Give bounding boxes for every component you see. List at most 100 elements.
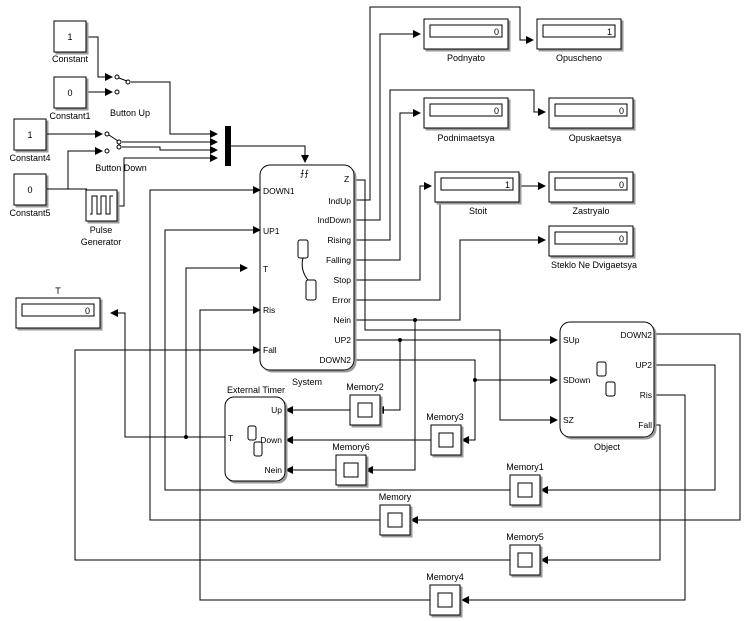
constant1-label: Constant1 — [49, 111, 90, 121]
memory4-label: Memory4 — [426, 572, 464, 582]
constant1-block[interactable]: 0 Constant1 — [49, 76, 91, 121]
podnimaetsya-value: 0 — [494, 106, 499, 116]
wire — [122, 146, 218, 154]
podnyato-label: Podnyato — [447, 53, 485, 63]
state-icon — [247, 425, 257, 441]
constant1-value: 0 — [67, 88, 72, 98]
timer-in-t: T — [228, 433, 233, 443]
object-out-fall: Fall — [638, 420, 652, 430]
system-out-down2: DOWN2 — [319, 355, 351, 365]
system-out-nein: Nein — [334, 315, 352, 325]
wire — [355, 109, 421, 261]
button-down-label: Button Down — [95, 163, 147, 173]
memory6-block[interactable]: Memory6 — [332, 442, 370, 486]
wire — [355, 6, 534, 201]
wire — [149, 186, 380, 521]
pulse-generator-block[interactable]: Pulse Generator — [81, 189, 122, 247]
display-steklo[interactable]: 0 Steklo Ne Dvigaetsya — [548, 225, 637, 270]
memory3-label: Memory3 — [426, 412, 464, 422]
state-icon — [253, 441, 263, 457]
constant-value: 1 — [67, 32, 72, 42]
opuskaetsya-label: Opuskaetsya — [569, 133, 622, 143]
system-out-stop: Stop — [334, 275, 352, 285]
wire — [185, 264, 248, 437]
display-t[interactable]: 0 T — [15, 286, 101, 329]
display-stoit[interactable]: 1 Stoit — [434, 171, 520, 216]
zastryalo-value: 0 — [619, 180, 624, 190]
pulse-label-1: Pulse — [90, 225, 113, 235]
button-up-label: Button Up — [110, 108, 150, 118]
wire — [355, 182, 432, 281]
system-out-falling: Falling — [326, 255, 351, 265]
constant4-label: Constant4 — [9, 153, 50, 163]
state-icon — [605, 381, 616, 397]
branch-dot — [398, 338, 402, 342]
steklo-label: Steklo Ne Dvigaetsya — [551, 260, 637, 270]
constant-label: Constant — [52, 54, 89, 64]
t-display-value: 0 — [85, 306, 90, 316]
system-in-down1: DOWN1 — [263, 186, 295, 196]
constant5-value: 0 — [27, 185, 32, 195]
memory-label: Memory — [379, 492, 412, 502]
stoit-value: 1 — [505, 180, 510, 190]
memory4-block[interactable]: Memory4 — [426, 572, 464, 616]
wire — [461, 380, 476, 444]
display-podnimaetsya[interactable]: 0 Podnimaetsya — [423, 97, 509, 143]
memory5-block[interactable]: Memory5 — [506, 532, 544, 576]
wire — [67, 147, 103, 190]
wire — [355, 179, 558, 424]
mux-block[interactable] — [225, 126, 231, 166]
opuskaetsya-value: 0 — [619, 106, 624, 116]
wire — [131, 81, 218, 138]
constant-block[interactable]: 1 Constant — [52, 20, 89, 64]
object-in-sz: SZ — [563, 415, 574, 425]
object-in-sup: SUp — [563, 335, 580, 345]
opuscheno-label: Opuscheno — [556, 53, 602, 63]
memory2-block[interactable]: Memory2 — [346, 382, 384, 426]
wire — [199, 306, 430, 601]
state-icon — [305, 279, 317, 301]
system-out-up2: UP2 — [334, 335, 351, 345]
memory1-block[interactable]: Memory1 — [506, 462, 544, 506]
button-down-switch[interactable]: Button Down — [95, 131, 147, 173]
stoit-label: Stoit — [469, 206, 488, 216]
wire — [355, 359, 558, 384]
output-bus-icon: Z — [344, 174, 349, 184]
constant4-value: 1 — [27, 130, 32, 140]
wire — [365, 320, 416, 474]
system-block[interactable]: ⨍⨍ Z DOWN1 UP1 T Ris Fall IndUp IndDown … — [259, 164, 355, 387]
zastryalo-label: Zastryalo — [572, 206, 609, 216]
display-opuskaetsya[interactable]: 0 Opuskaetsya — [548, 97, 634, 143]
display-zastryalo[interactable]: 0 Zastryalo — [548, 171, 634, 216]
constant4-block[interactable]: 1 Constant4 — [9, 118, 51, 163]
memory-block[interactable]: Memory — [379, 492, 412, 536]
opuscheno-value: 1 — [607, 27, 612, 37]
memory3-block[interactable]: Memory3 — [426, 412, 464, 456]
display-podnyato[interactable]: 0 Podnyato — [423, 18, 509, 63]
system-out-error: Error — [332, 295, 351, 305]
state-icon — [596, 361, 607, 377]
object-block[interactable]: SUp SDown SZ DOWN2 UP2 Ris Fall Object — [559, 321, 655, 452]
state-icon — [297, 239, 309, 259]
wire — [410, 333, 741, 524]
memory6-label: Memory6 — [332, 442, 370, 452]
button-up-switch[interactable]: Button Up — [110, 74, 150, 118]
wire — [461, 394, 686, 604]
branch-dot — [413, 318, 417, 322]
system-out-rising: Rising — [327, 235, 351, 245]
constant5-block[interactable]: 0 Constant5 — [9, 173, 51, 218]
pulse-icon — [90, 195, 113, 215]
external-timer-block[interactable]: External Timer T Up Down Nein — [224, 385, 286, 482]
display-opuscheno[interactable]: 1 Opuscheno — [536, 18, 622, 63]
timer-out-down: Down — [260, 435, 282, 445]
memory1-label: Memory1 — [506, 462, 544, 472]
timer-out-nein: Nein — [265, 465, 283, 475]
system-in-fall: Fall — [263, 345, 277, 355]
system-in-t: T — [263, 264, 268, 274]
object-out-ris: Ris — [640, 390, 652, 400]
signal-lines — [67, 6, 741, 604]
t-display-label: T — [55, 286, 61, 296]
steklo-value: 0 — [619, 234, 624, 244]
object-label: Object — [594, 442, 621, 452]
object-out-down2: DOWN2 — [620, 330, 652, 340]
